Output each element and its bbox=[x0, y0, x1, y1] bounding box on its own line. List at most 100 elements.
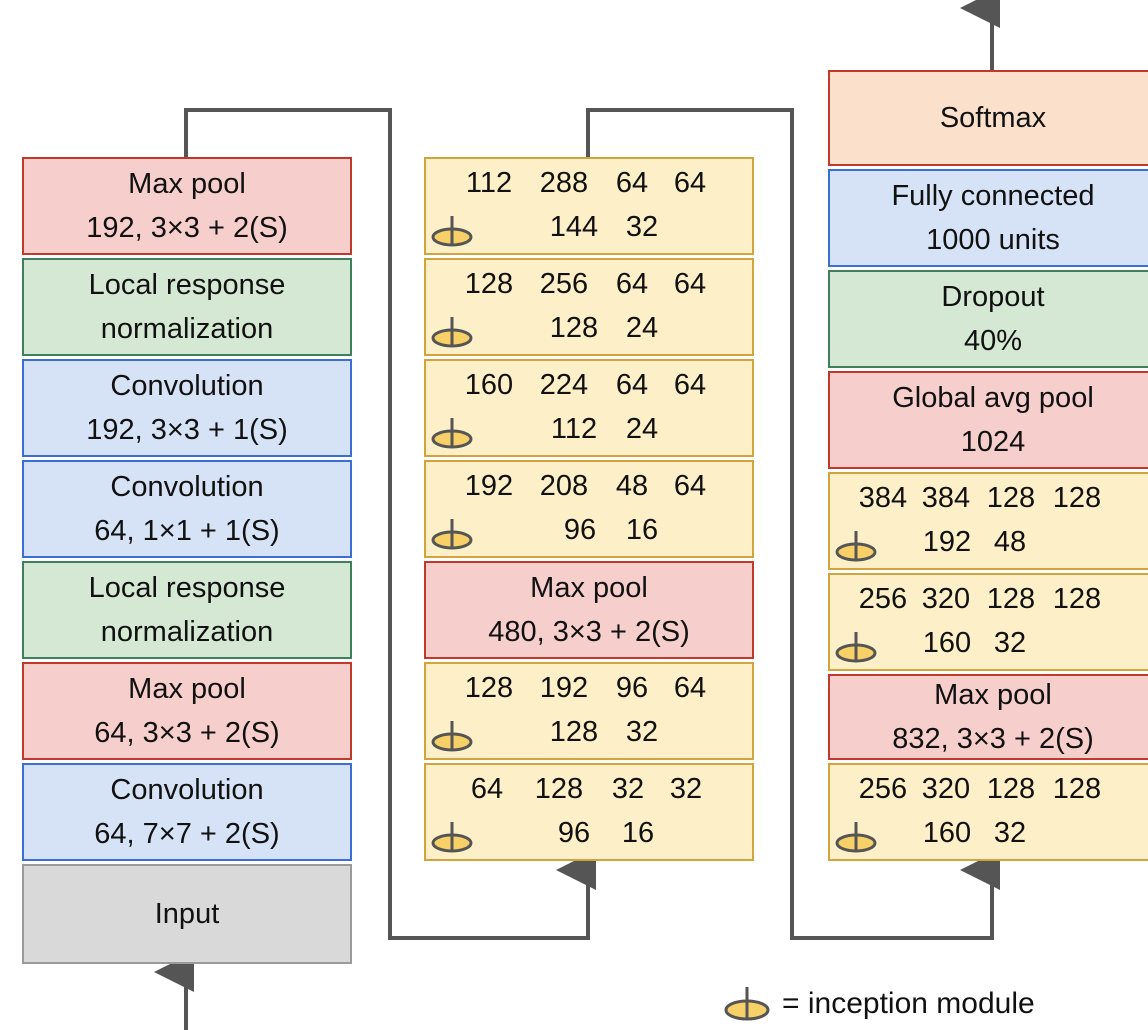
param-value: 32 bbox=[993, 627, 1027, 659]
param-value: 208 bbox=[539, 470, 589, 502]
param-value: 64 bbox=[673, 369, 707, 401]
layer-name: Input bbox=[154, 898, 220, 930]
inception-module-icon bbox=[431, 317, 473, 348]
inception-module-icon bbox=[431, 216, 473, 247]
param-value: 160 bbox=[922, 817, 972, 849]
param-value: 64 bbox=[673, 167, 707, 199]
inception-module: 128 192 96 64 128 32 bbox=[424, 662, 754, 760]
param-value: 192 bbox=[539, 672, 589, 704]
param-value: 16 bbox=[621, 817, 655, 849]
layer-params: normalization bbox=[100, 313, 274, 345]
param-value: 32 bbox=[611, 773, 645, 805]
input-layer: Input bbox=[22, 864, 352, 964]
inception-module-icon bbox=[431, 721, 473, 752]
local-response-normalization-layer: Local response normalization bbox=[22, 258, 352, 356]
layer-name: Local response bbox=[88, 572, 286, 604]
convolution-layer: Convolution 64, 7×7 + 2(S) bbox=[22, 763, 352, 861]
max-pool-layer: Max pool 64, 3×3 + 2(S) bbox=[22, 662, 352, 760]
param-value: 112 bbox=[465, 167, 513, 199]
layer-params: 64, 3×3 + 2(S) bbox=[94, 717, 280, 749]
param-value: 192 bbox=[922, 526, 972, 558]
inception-module: 128 256 64 64 128 24 bbox=[424, 258, 754, 356]
param-value: 320 bbox=[921, 773, 971, 805]
inception-module-icon bbox=[431, 519, 473, 550]
param-value: 128 bbox=[1052, 482, 1102, 514]
layer-name: Max pool bbox=[530, 572, 648, 604]
param-value: 64 bbox=[673, 268, 707, 300]
layer-params: 40% bbox=[963, 325, 1023, 357]
param-value: 128 bbox=[534, 773, 584, 805]
param-value: 224 bbox=[539, 369, 589, 401]
inception-module-icon bbox=[431, 418, 473, 449]
param-value: 384 bbox=[921, 482, 971, 514]
layer-name: Max pool bbox=[934, 679, 1052, 711]
param-value: 96 bbox=[615, 672, 649, 704]
layer-name: Softmax bbox=[939, 102, 1047, 134]
inception-module-icon bbox=[835, 822, 877, 853]
param-value: 320 bbox=[921, 583, 971, 615]
layer-name: Fully connected bbox=[891, 180, 1095, 212]
fully-connected-layer: Fully connected 1000 units bbox=[828, 169, 1148, 267]
param-value: 48 bbox=[993, 526, 1027, 558]
param-value: 96 bbox=[557, 817, 591, 849]
param-value: 128 bbox=[549, 312, 599, 344]
param-value: 256 bbox=[858, 773, 908, 805]
param-value: 64 bbox=[673, 672, 707, 704]
param-value: 288 bbox=[539, 167, 589, 199]
layer-params: 192, 3×3 + 2(S) bbox=[86, 212, 288, 244]
param-value: 256 bbox=[539, 268, 589, 300]
layer-name: Convolution bbox=[110, 471, 264, 503]
inception-module: 256 320 128 128 160 32 bbox=[828, 573, 1148, 671]
layer-params: 1024 bbox=[960, 426, 1026, 458]
inception-module-icon bbox=[724, 987, 770, 1021]
param-value: 384 bbox=[858, 482, 908, 514]
max-pool-layer: Max pool 192, 3×3 + 2(S) bbox=[22, 157, 352, 255]
param-value: 16 bbox=[625, 514, 659, 546]
convolution-layer: Convolution 64, 1×1 + 1(S) bbox=[22, 460, 352, 558]
legend-text: = inception module bbox=[782, 987, 1035, 1020]
param-value: 64 bbox=[615, 167, 649, 199]
convolution-layer: Convolution 192, 3×3 + 1(S) bbox=[22, 359, 352, 457]
layer-name: Convolution bbox=[110, 774, 264, 806]
param-value: 64 bbox=[673, 470, 707, 502]
param-value: 128 bbox=[464, 672, 514, 704]
inception-module: 160 224 64 64 112 24 bbox=[424, 359, 754, 457]
param-value: 64 bbox=[615, 369, 649, 401]
layer-params: 192, 3×3 + 1(S) bbox=[86, 414, 288, 446]
param-value: 32 bbox=[993, 817, 1027, 849]
layer-name: Max pool bbox=[128, 168, 246, 200]
inception-module: 112 288 64 64 144 32 bbox=[424, 157, 754, 255]
param-value: 128 bbox=[549, 716, 599, 748]
layer-params: 480, 3×3 + 2(S) bbox=[488, 616, 690, 648]
inception-module: 256 320 128 128 160 32 bbox=[828, 763, 1148, 861]
param-value: 24 bbox=[625, 312, 659, 344]
param-value: 144 bbox=[549, 211, 599, 243]
param-value: 48 bbox=[615, 470, 649, 502]
legend: = inception module bbox=[722, 982, 1035, 1026]
layer-name: Max pool bbox=[128, 673, 246, 705]
param-value: 64 bbox=[470, 773, 504, 805]
param-value: 96 bbox=[563, 514, 597, 546]
inception-module-icon bbox=[431, 822, 473, 853]
param-value: 160 bbox=[922, 627, 972, 659]
param-value: 128 bbox=[986, 583, 1036, 615]
inception-module-icon bbox=[835, 632, 877, 663]
param-value: 32 bbox=[625, 211, 659, 243]
layer-params: normalization bbox=[100, 616, 274, 648]
layer-params: 64, 1×1 + 1(S) bbox=[94, 515, 280, 547]
wire-col2-to-col3 bbox=[586, 108, 1000, 940]
param-value: 32 bbox=[625, 716, 659, 748]
param-value: 64 bbox=[615, 268, 649, 300]
layer-params: 832, 3×3 + 2(S) bbox=[892, 723, 1094, 755]
param-value: 128 bbox=[986, 482, 1036, 514]
param-value: 160 bbox=[464, 369, 514, 401]
max-pool-layer: Max pool 832, 3×3 + 2(S) bbox=[828, 674, 1148, 760]
param-value: 128 bbox=[986, 773, 1036, 805]
param-value: 112 bbox=[550, 413, 598, 445]
param-value: 256 bbox=[858, 583, 908, 615]
inception-module: 384 384 128 128 192 48 bbox=[828, 472, 1148, 570]
softmax-layer: Softmax bbox=[828, 70, 1148, 166]
layer-name: Global avg pool bbox=[892, 382, 1094, 414]
layer-name: Dropout bbox=[941, 281, 1045, 313]
